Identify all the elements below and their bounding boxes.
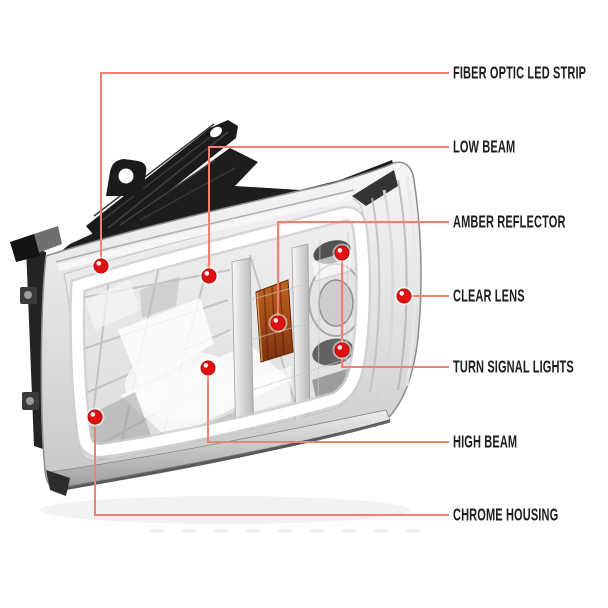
corner-shadow — [352, 170, 398, 206]
callout-line-fiber-optic-led-strip — [100, 72, 449, 267]
callout-dots — [85, 243, 414, 427]
callout-line-low-beam — [208, 146, 449, 277]
callout-label-amber-reflector: AMBER REFLECTOR — [453, 211, 566, 232]
callout-dot-turn-signal-top — [332, 243, 352, 263]
mounting-bracket — [10, 120, 396, 262]
ground-shadow — [40, 496, 410, 524]
callout-label-clear-lens: CLEAR LENS — [453, 285, 525, 306]
callout-line-turn-signal-lights — [341, 252, 449, 368]
callout-dot-chrome-housing — [85, 407, 105, 427]
callout-label-fiber-optic-led-strip: FIBER OPTIC LED STRIP — [453, 62, 587, 83]
callout-label-turn-signal-lights: TURN SIGNAL LIGHTS — [453, 356, 574, 377]
bottom-chrome-lip — [46, 409, 391, 496]
callout-lines — [94, 72, 449, 516]
callout-dot-turn-signal-bottom — [332, 340, 352, 360]
callout-label-high-beam: HIGH BEAM — [453, 431, 518, 452]
callout-dot-clear-lens — [394, 286, 414, 306]
callout-dot-high-beam — [198, 358, 218, 378]
callout-line-high-beam — [207, 367, 449, 443]
callout-dot-low-beam — [199, 266, 219, 286]
callout-line-chrome-housing — [94, 416, 449, 516]
callout-dot-amber-reflector — [268, 313, 288, 333]
callout-line-amber-reflector — [277, 221, 449, 324]
callout-dot-fiber-optic-led-strip — [91, 256, 111, 276]
callout-label-chrome-housing: CHROME HOUSING — [453, 504, 559, 525]
callout-label-low-beam: LOW BEAM — [453, 136, 516, 157]
